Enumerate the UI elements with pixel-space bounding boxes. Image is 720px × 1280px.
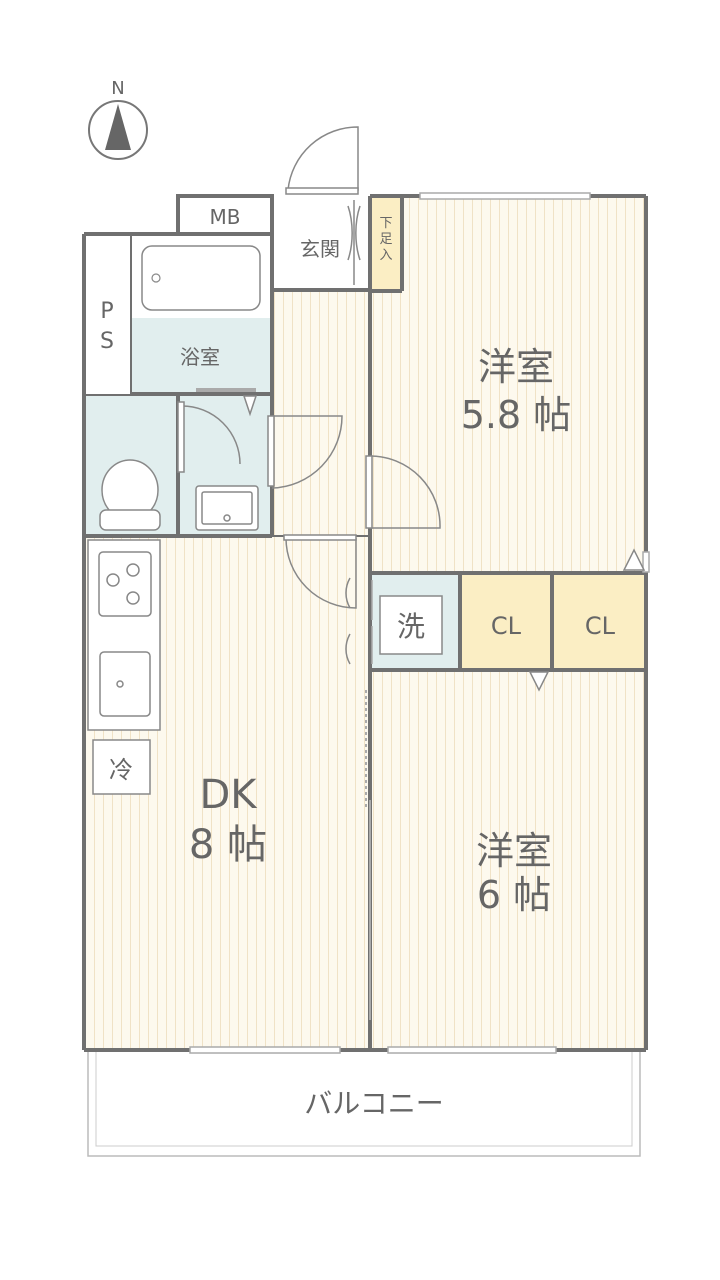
- refrigerator-box: [92, 739, 151, 795]
- closet-1-floor: [460, 573, 552, 670]
- pipe-space-label-1: P: [100, 299, 113, 324]
- sliding-door[interactable]: [365, 690, 371, 1020]
- shoe-box-label-2: 足: [379, 232, 392, 247]
- shoe-box: [370, 197, 402, 291]
- room-south-size: 6 帖: [477, 873, 551, 917]
- dk-size: 8 帖: [189, 822, 267, 868]
- wash-basin-icon: [195, 485, 259, 531]
- meter-box-label: MB: [210, 205, 241, 229]
- windows: [189, 192, 650, 1054]
- room-north-name: 洋室: [478, 345, 554, 389]
- closet-2-label: CL: [585, 612, 616, 640]
- compass: N: [88, 78, 148, 160]
- shoe-box-label-3: 入: [379, 248, 392, 263]
- western-room-south-floor: [370, 670, 646, 1050]
- meter-box: [176, 194, 274, 236]
- kitchen-counter: [87, 539, 161, 731]
- stove-icon: [98, 551, 152, 617]
- bathtub-icon: [141, 245, 261, 311]
- compass-ring: [88, 100, 148, 160]
- bathroom-label: 浴室: [180, 345, 220, 369]
- western-room-north-floor: [370, 197, 646, 573]
- room-south-name: 洋室: [476, 829, 552, 873]
- closet-1-label: CL: [491, 612, 522, 640]
- pipe-space-label-2: S: [100, 329, 114, 354]
- entrance-door[interactable]: [285, 126, 359, 195]
- shoe-box-label-1: 下: [379, 216, 392, 231]
- entrance-label: 玄関: [300, 237, 340, 261]
- laundry-box: [379, 595, 443, 655]
- hallway-door: [285, 537, 357, 609]
- compass-label: N: [111, 78, 124, 99]
- hallway-floor: [272, 290, 370, 536]
- refrigerator-label: 冷: [109, 756, 133, 784]
- room-north-door: [369, 455, 441, 529]
- room-north-size: 5.8 帖: [461, 393, 572, 437]
- north-arrow-icon: [105, 104, 131, 150]
- laundry-label: 洗: [397, 610, 425, 643]
- toilet-icon: [99, 459, 161, 531]
- closet-2-floor: [552, 573, 646, 670]
- pipe-space: [86, 236, 130, 394]
- dk-name: DK: [199, 772, 258, 818]
- balcony-label: バルコニー: [304, 1087, 443, 1120]
- washroom-door: [271, 415, 343, 489]
- kitchen-sink-icon: [99, 651, 151, 717]
